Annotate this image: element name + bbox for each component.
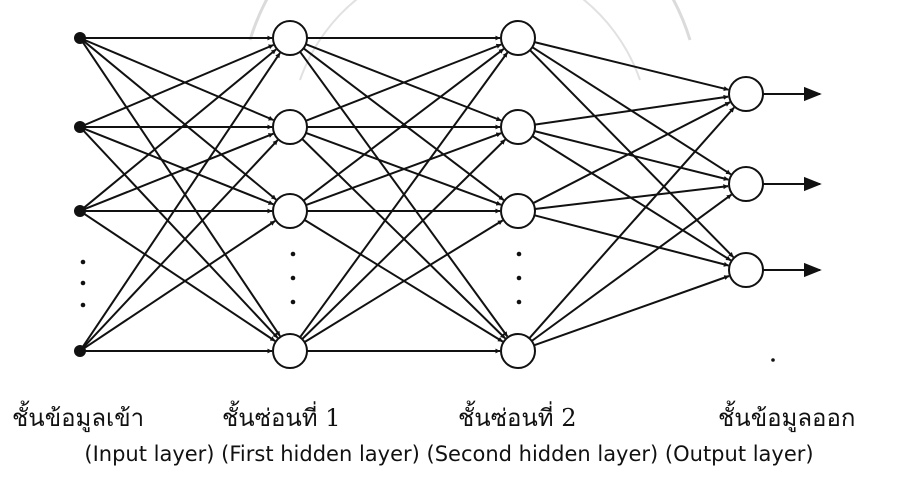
hidden2-node-2 [500,193,536,229]
connection-hidden1-3-to-hidden2-2 [303,219,504,343]
output-node-1 [728,166,764,202]
hidden1-node-3 [272,333,308,369]
output-node-0 [728,76,764,112]
ellipsis-dots [80,251,775,362]
connection-hidden2-3-to-output-1 [531,193,733,342]
hidden1-node-0 [272,20,308,56]
connection-input-2-to-hidden1-0 [83,48,277,209]
connection-hidden1-2-to-hidden2-0 [302,48,505,202]
stray-mark [771,358,775,362]
connection-input-0-to-hidden1-3 [81,41,281,337]
connection-hidden2-0-to-output-0 [534,41,729,91]
connection-hidden2-2-to-output-1 [534,184,729,210]
connection-input-2-to-hidden1-3 [83,212,276,342]
connection-hidden1-2-to-hidden2-1 [305,132,502,207]
input-node-1 [74,121,86,133]
ellipsis-dot-0-2 [80,302,86,308]
network-nodes [74,20,764,369]
input-node-0 [74,32,86,44]
connection-input-1-to-hidden1-2 [84,127,274,206]
connection-input-3-to-hidden1-0 [81,52,281,348]
connection-hidden2-2-to-output-2 [534,214,729,267]
connection-input-0-to-hidden1-1 [84,39,274,121]
ellipsis-dot-2-1 [516,275,522,281]
english-caption: (Input layer) (First hidden layer) (Seco… [84,442,814,466]
hidden2-node-0 [500,20,536,56]
ellipsis-dot-1-2 [290,299,296,305]
hidden2-node-3 [500,333,536,369]
output-node-2 [728,252,764,288]
ellipsis-dot-1-1 [290,275,296,281]
connection-hidden2-1-to-output-1 [534,130,729,181]
connection-edges [81,35,822,354]
connection-input-2-to-hidden1-1 [84,132,274,211]
ellipsis-dot-1-0 [290,251,296,257]
input-layer-label: ชั้นข้อมูลเข้า [12,404,145,432]
input-node-3 [74,345,86,357]
connection-input-1-to-hidden1-0 [84,44,274,126]
connection-hidden1-1-to-hidden2-0 [305,43,502,122]
connection-hidden2-1-to-output-0 [534,94,729,126]
connection-hidden1-3-to-hidden2-1 [301,138,506,340]
hidden1-node-1 [272,109,308,145]
connection-input-0-to-hidden1-2 [83,40,277,201]
watermark-seal [248,0,692,81]
hidden-layer-1-label: ชั้นซ่อนที่ 1 [222,404,341,432]
hidden2-node-1 [500,109,536,145]
ellipsis-dot-0-1 [80,280,86,286]
connection-input-3-to-hidden1-1 [82,139,279,349]
ellipsis-dot-2-0 [516,251,522,257]
ellipsis-dot-0-0 [80,259,86,265]
connection-hidden1-3-to-hidden2-0 [299,51,509,338]
hidden1-node-2 [272,193,308,229]
connection-input-3-to-hidden1-2 [83,220,276,350]
connection-hidden2-3-to-output-2 [533,275,730,347]
ellipsis-dot-2-2 [516,299,522,305]
connection-hidden2-2-to-output-0 [532,101,731,205]
connection-input-1-to-hidden1-3 [82,129,279,339]
input-node-2 [74,205,86,217]
output-layer-label: ชั้นข้อมูลออก [718,404,856,432]
hidden-layer-2-label: ชั้นซ่อนที่ 2 [458,404,577,432]
connection-hidden2-3-to-output-0 [528,106,735,339]
